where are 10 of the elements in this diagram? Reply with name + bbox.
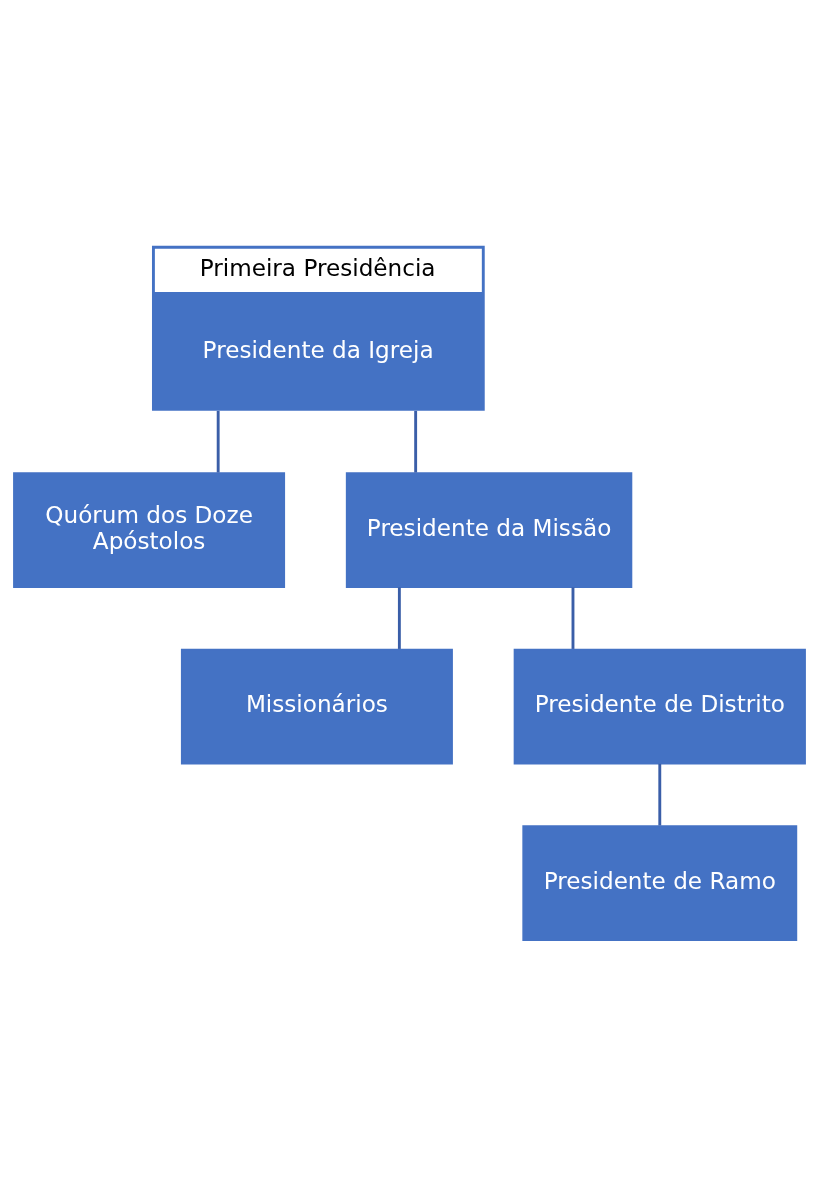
connector <box>216 410 220 472</box>
node-box: Missionários <box>180 648 453 764</box>
connector <box>397 586 401 649</box>
node-box: Quórum dos Doze Apóstolos <box>13 471 286 588</box>
connector <box>571 586 575 649</box>
connector <box>414 410 418 472</box>
node-box: Presidente de Distrito <box>513 648 806 764</box>
connector <box>658 763 662 825</box>
node-box: Presidente de Ramo <box>522 824 798 941</box>
node-box: Presidente da Missão <box>345 471 633 588</box>
